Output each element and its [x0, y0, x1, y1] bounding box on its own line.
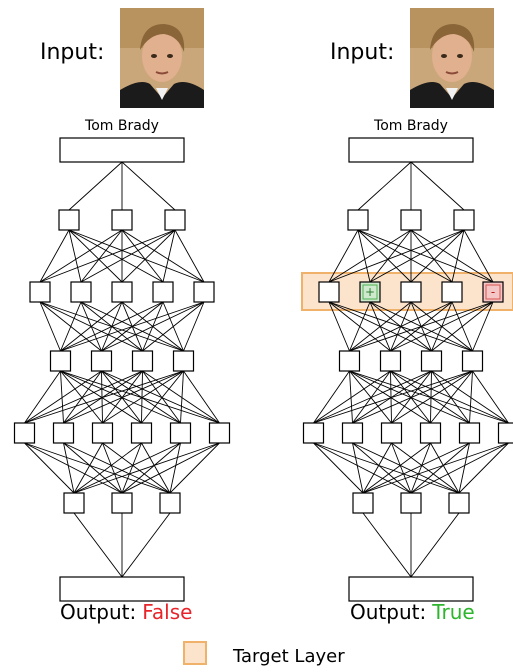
right-output-value: True	[432, 600, 475, 624]
neuron	[347, 209, 369, 231]
neuron	[458, 422, 481, 444]
neuron	[29, 281, 51, 303]
neuron	[448, 492, 470, 514]
neuron	[461, 350, 484, 372]
right-network: +-	[301, 137, 513, 602]
neuron	[159, 492, 181, 514]
neuron	[172, 350, 195, 372]
right-connections	[313, 161, 509, 578]
neuron	[58, 209, 80, 231]
right-input-photo	[410, 8, 494, 108]
neuron	[152, 281, 174, 303]
neuron	[318, 281, 340, 303]
neuron	[419, 422, 442, 444]
left-output: Output:False	[60, 602, 192, 622]
neuron	[193, 281, 215, 303]
neuron	[379, 350, 402, 372]
right-output: Output:True	[350, 602, 475, 622]
right-output-box	[348, 576, 474, 602]
right-neurons: +-	[302, 137, 513, 602]
neuron	[359, 281, 381, 303]
minus-marker-frame	[485, 284, 501, 300]
neuron	[420, 350, 443, 372]
neuron	[169, 422, 192, 444]
right-output-label: Output:	[350, 600, 427, 624]
left-input-box	[59, 137, 185, 163]
left-network	[13, 137, 231, 602]
neuron	[49, 350, 72, 372]
neuron	[111, 281, 133, 303]
neuron	[341, 422, 364, 444]
plus-marker-frame	[362, 284, 378, 300]
neuron	[453, 209, 475, 231]
neuron	[130, 422, 153, 444]
left-output-label: Output:	[60, 600, 137, 624]
legend-swatch	[183, 641, 207, 665]
neuron	[91, 422, 114, 444]
neuron	[13, 422, 36, 444]
neuron	[400, 209, 422, 231]
neuron	[497, 422, 513, 444]
neuron	[131, 350, 154, 372]
neuron	[400, 281, 422, 303]
legend-label: Target Layer	[233, 646, 345, 667]
left-neurons	[13, 137, 231, 602]
neuron	[90, 350, 113, 372]
neuron	[70, 281, 92, 303]
neuron	[111, 209, 133, 231]
right-input-label: Input:	[330, 40, 395, 65]
left-connections	[24, 161, 220, 578]
neuron	[482, 281, 504, 303]
left-output-value: False	[142, 600, 193, 624]
left-input-photo	[120, 8, 204, 108]
neuron	[63, 492, 85, 514]
left-output-box	[59, 576, 185, 602]
left-input-label: Input:	[40, 40, 105, 65]
neuron	[380, 422, 403, 444]
neuron	[164, 209, 186, 231]
neuron	[352, 492, 374, 514]
plus-marker: +	[365, 285, 375, 299]
neuron	[338, 350, 361, 372]
left-name-label: Tom Brady	[85, 118, 159, 134]
neuron	[208, 422, 231, 444]
neuron	[111, 492, 133, 514]
neuron	[441, 281, 463, 303]
right-name-label: Tom Brady	[374, 118, 448, 134]
neuron	[52, 422, 75, 444]
neuron	[302, 422, 325, 444]
minus-marker: -	[491, 285, 495, 299]
neuron	[400, 492, 422, 514]
right-input-box	[348, 137, 474, 163]
